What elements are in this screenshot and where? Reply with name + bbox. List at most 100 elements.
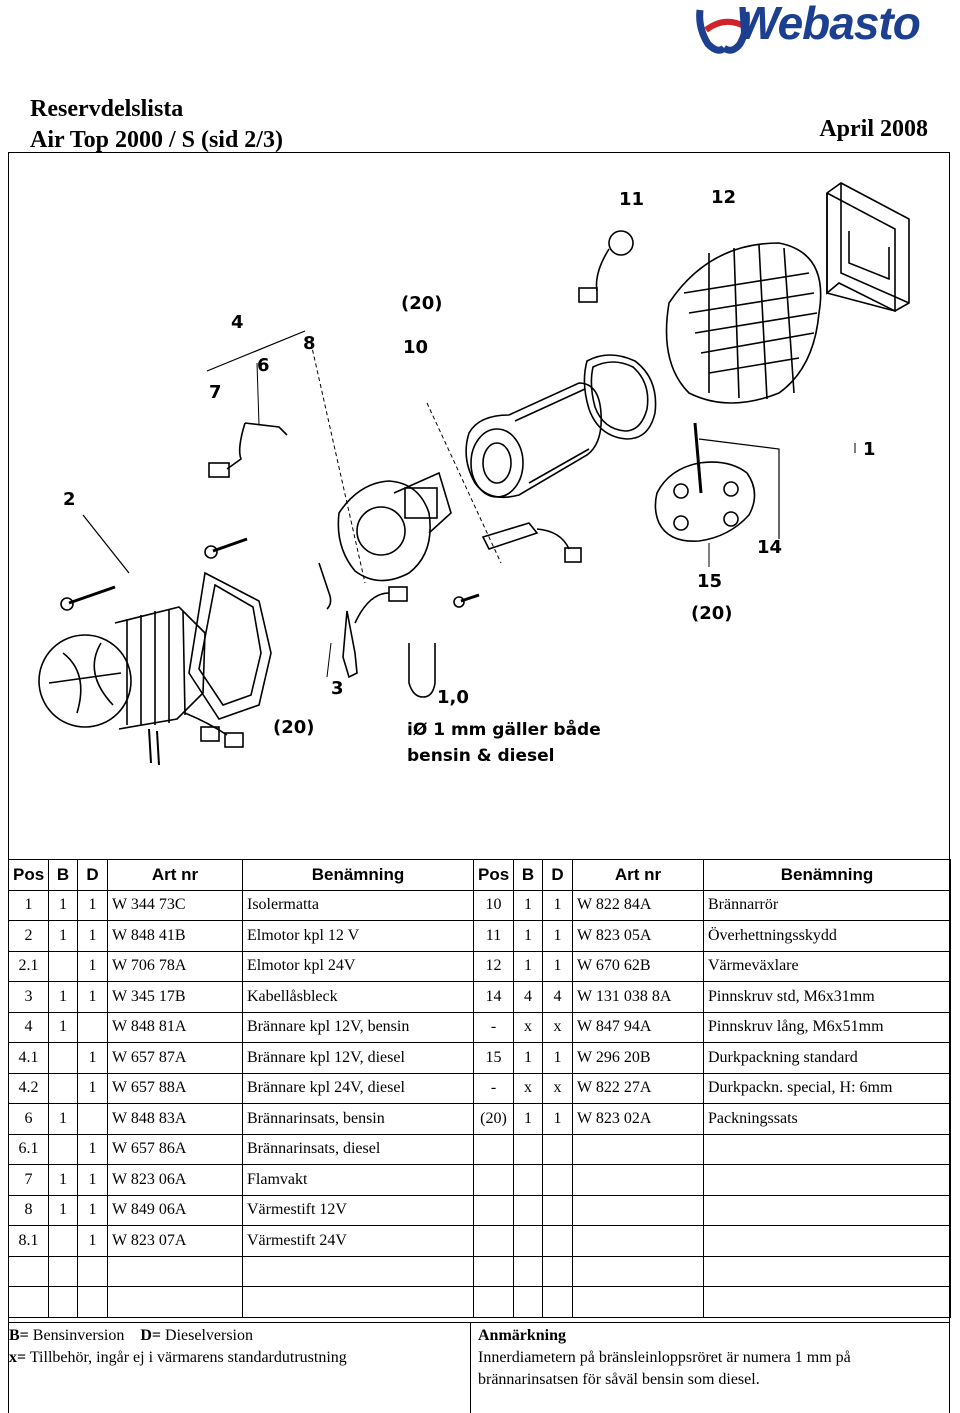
table-cell: 1	[542, 1042, 573, 1074]
callout-15: 15	[697, 571, 722, 592]
title-line-2: Air Top 2000 / S (sid 2/3)	[30, 127, 283, 153]
table-cell	[77, 1286, 108, 1318]
table-cell	[513, 1255, 543, 1287]
col-header: Pos	[8, 859, 49, 891]
table-cell: Värmeväxlare	[703, 950, 951, 982]
table-cell	[48, 950, 78, 982]
table-cell	[513, 1286, 543, 1318]
table-cell: Packningssats	[703, 1103, 951, 1135]
table-cell: W 822 27A	[572, 1072, 704, 1104]
table-row	[8, 1286, 951, 1318]
table-cell: x	[513, 1011, 543, 1043]
measure-label: 1,0	[437, 687, 469, 708]
table-cell: W 823 02A	[572, 1103, 704, 1135]
table-cell: Flamvakt	[242, 1164, 474, 1196]
table-cell: 1	[542, 889, 573, 921]
table-cell	[48, 1072, 78, 1104]
table-cell: Kabellåsbleck	[242, 981, 474, 1013]
table-cell: Durkpackn. special, H: 6mm	[703, 1072, 951, 1104]
col-header: Pos	[473, 859, 514, 891]
callout-3: 3	[331, 678, 344, 699]
table-cell	[513, 1164, 543, 1196]
table-cell	[703, 1225, 951, 1257]
diagram-note-line-2: bensin & diesel	[407, 746, 555, 766]
exploded-view-diagram: 11 12 (20) 10 4 8 6 7 1 2 14 15 (20) 3 (…	[38, 182, 910, 766]
table-cell	[242, 1255, 474, 1287]
table-cell: x	[542, 1072, 573, 1104]
table-cell	[48, 1255, 78, 1287]
legend-keys: B= Bensinversion D= Dieselversion x= Til…	[9, 1323, 471, 1413]
table-cell: 1	[48, 1103, 78, 1135]
table-cell: 10	[473, 889, 514, 921]
table-cell	[77, 1103, 108, 1135]
table-cell	[542, 1225, 573, 1257]
table-cell	[542, 1194, 573, 1226]
table-cell: Värmestift 24V	[242, 1225, 474, 1257]
callout-2: 2	[63, 489, 76, 510]
table-cell	[473, 1225, 514, 1257]
table-cell: 3	[8, 981, 49, 1013]
col-header: Art nr	[107, 859, 243, 891]
table-cell	[513, 1194, 543, 1226]
table-cell: 1	[513, 1042, 543, 1074]
table-cell: 1	[48, 981, 78, 1013]
table-cell: Pinnskruv lång, M6x51mm	[703, 1011, 951, 1043]
diagram-note-line-1: iØ 1 mm gäller både	[407, 718, 601, 740]
table-cell: W 822 84A	[572, 889, 704, 921]
table-cell: Brännare kpl 12V, diesel	[242, 1042, 474, 1074]
col-header: B	[513, 859, 543, 891]
table-cell: Brännare kpl 12V, bensin	[242, 1011, 474, 1043]
table-cell: 1	[77, 1042, 108, 1074]
table-cell: 1	[8, 889, 49, 921]
legend-b-text: Bensinversion	[28, 1327, 125, 1344]
table-cell: W 848 81A	[107, 1011, 243, 1043]
page-title: Reservdelslista Air Top 2000 / S (sid 2/…	[30, 94, 283, 156]
table-cell	[572, 1255, 704, 1287]
callout-6: 6	[257, 355, 270, 376]
table-cell: Brännarinsats, bensin	[242, 1103, 474, 1135]
webasto-emblem-icon	[696, 9, 750, 54]
table-cell	[48, 1225, 78, 1257]
callout-20-bottom: (20)	[273, 717, 315, 738]
table-cell	[48, 1286, 78, 1318]
table-cell	[473, 1164, 514, 1196]
col-header: D	[77, 859, 108, 891]
remark-title: Anmärkning	[478, 1327, 567, 1344]
table-cell: W 657 88A	[107, 1072, 243, 1104]
legend-d-key: D=	[140, 1327, 162, 1344]
table-cell: 14	[473, 981, 514, 1013]
table-cell: W 848 83A	[107, 1103, 243, 1135]
table-cell	[8, 1286, 49, 1318]
table-cell: Elmotor kpl 24V	[242, 950, 474, 982]
table-cell: W 296 20B	[572, 1042, 704, 1074]
legend-d-text: Dieselversion	[161, 1327, 253, 1344]
webasto-logo: Webasto	[690, 0, 958, 54]
table-cell: W 823 06A	[107, 1164, 243, 1196]
table-cell	[572, 1194, 704, 1226]
table-cell: W 823 05A	[572, 920, 704, 952]
callout-10: 10	[403, 337, 428, 358]
table-cell: 1	[48, 889, 78, 921]
legend-line-2: x= Tillbehör, ingår ej i värmarens stand…	[9, 1347, 470, 1369]
table-cell	[107, 1286, 243, 1318]
table-cell: 1	[77, 1164, 108, 1196]
callout-4: 4	[231, 312, 244, 333]
table-cell: Överhettningsskydd	[703, 920, 951, 952]
table-cell	[542, 1133, 573, 1165]
table-cell: 1	[77, 950, 108, 982]
table-cell: 1	[542, 950, 573, 982]
table-cell: 2	[8, 920, 49, 952]
table-cell: W 657 86A	[107, 1133, 243, 1165]
table-cell: W 706 78A	[107, 950, 243, 982]
table-cell: 1	[77, 920, 108, 952]
table-cell: 4	[8, 1011, 49, 1043]
table-cell: 1	[48, 1164, 78, 1196]
table-cell: x	[542, 1011, 573, 1043]
table-cell: 2.1	[8, 950, 49, 982]
remark-text: Innerdiametern på bränsleinloppsröret är…	[478, 1349, 851, 1388]
table-cell: 1	[542, 1103, 573, 1135]
